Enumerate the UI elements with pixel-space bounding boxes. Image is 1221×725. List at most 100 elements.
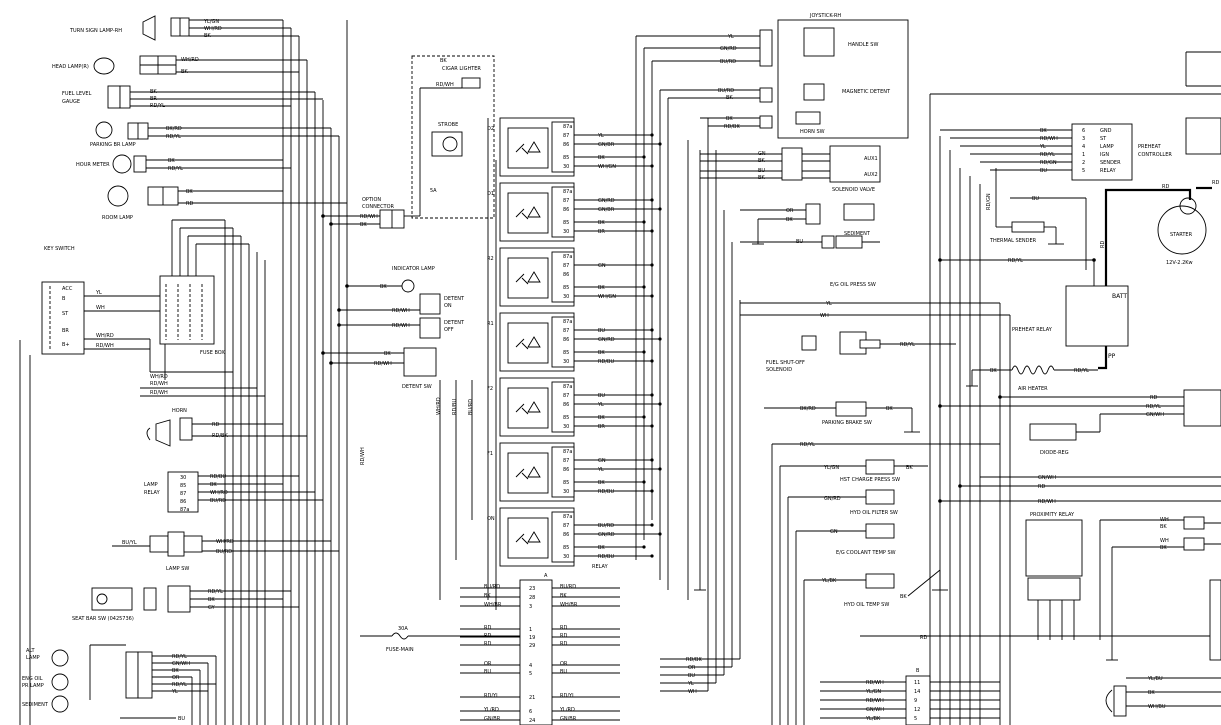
preheat-pin-number: 4: [1082, 144, 1085, 150]
wire-label: WH/RD: [210, 490, 228, 496]
wire-label: BK: [440, 58, 447, 64]
relay-name-label: R1: [487, 321, 494, 327]
preheat-relay-label: PREHEAT RELAY: [1012, 327, 1053, 333]
wire-label: GN: [598, 458, 606, 464]
wire-label: RD/BU: [452, 399, 458, 415]
wire-label: YL/GN: [203, 19, 219, 25]
wire-label: GN/BR: [598, 207, 615, 213]
wire-label: BU/RD: [484, 584, 500, 590]
wire-label: RD: [484, 641, 491, 647]
key-switch-terminal: ST: [62, 311, 69, 317]
relay-pin-label: 30: [563, 489, 569, 495]
wire-label: RD/WH: [150, 390, 168, 396]
wire-label: BK: [900, 594, 907, 600]
relay-pin-label: 86: [563, 142, 569, 148]
wire-label: GN: [598, 263, 606, 269]
solenoid-valve: AUX1 AUX2 SOLENOID VALVE GN BK BU BK: [700, 145, 881, 193]
wire-label: WH/GN: [598, 294, 616, 300]
wire-label: RD/GN: [986, 193, 992, 210]
wire-label: OR: [484, 661, 492, 667]
key-switch-label: KEY SWITCH: [44, 246, 75, 252]
lamp-relay: LAMP RELAY 30 85 87 86 87a RD/BU BK WH/R…: [144, 471, 323, 513]
relay-pin-label: 87: [563, 458, 569, 464]
proximity-relay-label: PROXIMITY RELAY: [1030, 512, 1075, 518]
wire-label: WH/RD: [216, 539, 234, 545]
fuse-30a-label: 30A: [398, 626, 408, 632]
wire-label: BK: [1040, 128, 1047, 134]
wire-label: RD/WH: [392, 308, 410, 314]
key-switch-terminal: B: [62, 296, 66, 302]
wire-label: BK: [186, 189, 193, 195]
wire-label: RD: [1212, 180, 1219, 186]
alt-lamp-label-2: LAMP: [26, 655, 40, 661]
wire-label: RD/WH: [436, 82, 454, 88]
wire-label: RD/BU: [598, 359, 614, 365]
diode-reg: DIODE-REG: [1029, 414, 1101, 456]
fuel-shutoff-label-1: FUEL SHUT-OFF: [766, 360, 805, 366]
wire-label: BK: [210, 482, 217, 488]
option-conn-label-2: CONNECTOR: [362, 204, 395, 210]
relay-pin-label: 30: [563, 294, 569, 300]
preheat-pin-number: 3: [1082, 136, 1085, 142]
wire-label: RD/WH: [150, 381, 168, 387]
conn-a-pin-number: 23: [529, 586, 535, 592]
turn-sign-lamp-label: TURN SIGN LAMP-RH: [69, 28, 122, 34]
wire-label: BK: [906, 465, 913, 471]
hour-meter: HOUR METER BK RD/YL: [76, 154, 291, 174]
relay-pin-label: 87a: [563, 124, 572, 130]
starter-label: STARTER: [1170, 232, 1193, 238]
wire-label: RD/YL: [900, 342, 915, 348]
lamp-sw-label: LAMP SW: [166, 566, 189, 572]
eg-coolant-sw-label: E/G COOLANT TEMP SW: [836, 550, 896, 556]
wire-label: RD/YL: [166, 134, 181, 140]
relay-pin: 87: [180, 491, 186, 497]
relay-pin-label: 30: [563, 554, 569, 560]
head-lamp: HEAD LAMP(R) WH/RD BK: [52, 55, 307, 75]
wire-label: RD/YL: [484, 693, 499, 699]
wire-label: BK/RD: [166, 126, 182, 132]
wire-label: WH/RD: [150, 374, 168, 380]
relay-name-label: R2: [487, 256, 494, 262]
wire-label: YL/BK: [821, 578, 837, 584]
wire-label: RD/YL: [172, 654, 187, 660]
wire-label: OR: [786, 208, 794, 214]
horn: HORN RD RD/BK: [146, 408, 307, 447]
wire-label: YL/BK: [865, 716, 881, 722]
thermal-sender: THERMAL SENDER RD/GN BU: [986, 168, 1087, 270]
wire-label: BR: [598, 229, 605, 235]
sediment-label: SEDIMENT: [844, 231, 871, 237]
conn-a-pin-number: 1: [529, 627, 532, 633]
parking-br-lamp: PARKING BR LAMP BK/RD RD/YL: [90, 121, 339, 148]
wire-label: RD/YL: [1008, 258, 1023, 264]
wire-label: GN/BR: [560, 716, 577, 722]
wire-label: GN/WH: [866, 707, 884, 713]
wire-label: YL: [597, 402, 604, 408]
wire-label: RD: [560, 633, 567, 639]
wire-label: GN/RD: [720, 46, 737, 52]
eng-oil-lamp-label-1: ENG OIL: [22, 676, 43, 682]
wire-label: BK: [384, 351, 391, 357]
preheat-pin-name: IGN: [1100, 152, 1109, 158]
wire-label: YL: [171, 689, 178, 695]
eg-oil-press-sw: BU E/G OIL PRESS SW: [740, 235, 880, 288]
turn-sign-lamp: TURN SIGN LAMP-RH YL/GN WH/RD BK: [69, 15, 299, 41]
wire-label: YL/BU: [1147, 676, 1163, 682]
indicator-lamps: ALT LAMP ENG OIL PR LAMP SEDIMENT RD/YL …: [22, 644, 217, 725]
batt-label: BATT: [1112, 293, 1127, 300]
relay-pin-label: 85: [563, 415, 569, 421]
wire-label: WH: [1160, 538, 1169, 544]
detent-on-label-2: ON: [444, 303, 452, 309]
relay-pin-label: 85: [563, 480, 569, 486]
sediment-lamp-label: SEDIMENT: [22, 702, 49, 708]
